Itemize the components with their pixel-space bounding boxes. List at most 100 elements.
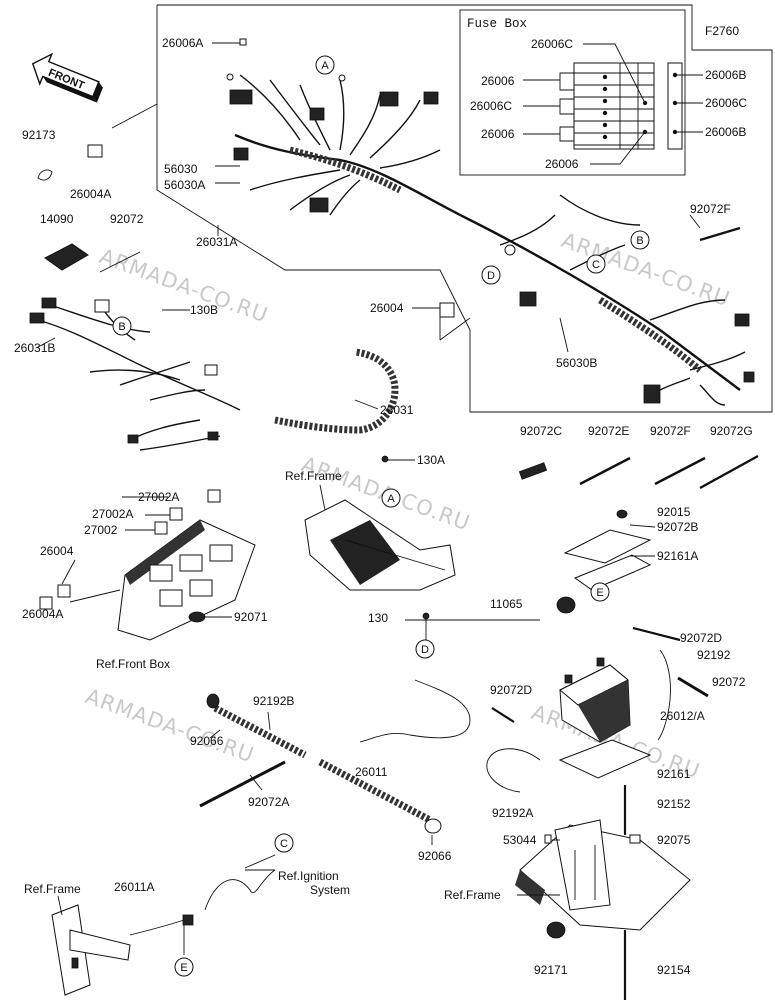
callout-a-icon: A xyxy=(381,488,401,508)
part-number: 26012/A xyxy=(660,709,705,723)
part-number: 26004 xyxy=(40,544,74,558)
part-number: 26004A xyxy=(22,607,63,621)
ref-frame-bottom-left xyxy=(51,895,131,996)
main-harness xyxy=(226,73,755,406)
part-number: 26006C xyxy=(531,37,573,51)
ref-label: Ref.Front Box xyxy=(96,657,170,671)
part-number: 27002A xyxy=(138,490,179,504)
part-number: 26006C xyxy=(705,96,747,110)
part-number: 92072D xyxy=(680,631,722,645)
svg-text:D: D xyxy=(421,644,429,656)
callout-b-icon: B xyxy=(112,316,132,336)
part-number: 92072B xyxy=(657,520,698,534)
svg-text:C: C xyxy=(592,259,600,271)
callout-e-icon: E xyxy=(590,582,610,602)
svg-text:A: A xyxy=(387,493,395,505)
part-number: 92192A xyxy=(492,806,533,820)
tube-92192b xyxy=(206,693,442,845)
part-number: 26006C xyxy=(470,99,512,113)
part-number: 92072A xyxy=(248,795,289,809)
part-number: 92066 xyxy=(418,849,452,863)
diagram-code: F2760 xyxy=(705,24,739,38)
battery-tray xyxy=(515,819,691,1000)
part-number: 92075 xyxy=(657,833,691,847)
fuse-box-drawing xyxy=(523,43,703,165)
ref-label: Ref.Frame xyxy=(444,888,501,902)
part-number: 130 xyxy=(368,611,388,625)
part-number: 26006A xyxy=(162,36,203,50)
part-number: 92072F xyxy=(690,202,731,216)
part-number: 92171 xyxy=(534,963,568,977)
ref-label: System xyxy=(310,883,350,897)
part-number: 130B xyxy=(190,303,218,317)
ref-label: Ref.Frame xyxy=(24,882,81,896)
part-number: 92173 xyxy=(22,128,56,142)
part-number: 53044 xyxy=(503,833,537,847)
leader-line xyxy=(111,103,158,129)
watermark: ARMADA-CO.RU xyxy=(96,244,271,327)
part-number: 92072F xyxy=(650,424,691,438)
front-box xyxy=(39,489,256,641)
part-number: 27002 xyxy=(84,523,118,537)
part-number: 26006 xyxy=(481,127,515,141)
part-number: 26004 xyxy=(370,301,404,315)
part-number: 92072E xyxy=(588,424,629,438)
part-number: 26006B xyxy=(705,125,746,139)
part-number: 92161A xyxy=(657,549,698,563)
sub-harness-26031b xyxy=(29,297,241,451)
leader-lines xyxy=(35,38,701,410)
part-number: 26006B xyxy=(705,68,746,82)
watermarks: ARMADA-CO.RU ARMADA-CO.RU ARMADA-CO.RU A… xyxy=(82,228,733,783)
callout-d-icon: D xyxy=(415,639,435,659)
ref-label: Ref.Frame xyxy=(285,469,342,483)
part-number: 92192B xyxy=(253,694,294,708)
callout-c-icon: C xyxy=(274,833,294,853)
harness-outline xyxy=(156,4,773,413)
part-number: 92192 xyxy=(697,648,731,662)
part-number: 92154 xyxy=(657,963,691,977)
fuse-box-title: Fuse Box xyxy=(467,17,527,31)
part-number: 27002A xyxy=(92,507,133,521)
part-number: 92072 xyxy=(712,675,746,689)
part-number: 130A xyxy=(417,453,445,467)
part-number: 92072 xyxy=(110,212,144,226)
part-number: 26011A xyxy=(114,880,154,894)
harness-26031 xyxy=(274,348,399,434)
ignition-wire xyxy=(129,854,276,955)
watermark: ARMADA-CO.RU xyxy=(82,684,257,767)
part-number: 11065 xyxy=(490,597,523,611)
small-parts xyxy=(37,144,455,463)
part-number: 56030A xyxy=(164,178,205,192)
part-number: 26031 xyxy=(380,403,414,417)
part-number: 92072D xyxy=(490,683,532,697)
callout-e-icon: E xyxy=(174,957,194,977)
cable-26011 xyxy=(359,679,471,743)
part-number: 26011 xyxy=(355,765,388,779)
part-number: 92066 xyxy=(190,734,224,748)
svg-text:E: E xyxy=(180,962,187,974)
svg-text:B: B xyxy=(636,235,643,247)
part-number: 56030 xyxy=(164,162,198,176)
callout-d-icon: D xyxy=(481,265,501,285)
part-number: 92072G xyxy=(710,424,753,438)
callout-b-icon: B xyxy=(630,230,650,250)
part-number: 14090 xyxy=(40,212,74,226)
part-number: 56030B xyxy=(556,356,597,370)
tie-straps xyxy=(199,226,759,808)
part-number: 92072C xyxy=(520,424,562,438)
part-number: 92152 xyxy=(657,797,691,811)
ref-label: Ref.Ignition xyxy=(278,869,339,883)
svg-text:D: D xyxy=(487,270,495,282)
svg-text:E: E xyxy=(596,587,603,599)
part-number: 26004A xyxy=(70,187,111,201)
callout-c-icon: C xyxy=(586,254,606,274)
part-number: 92071 xyxy=(234,610,268,624)
svg-text:A: A xyxy=(321,60,329,72)
part-number: 26031A xyxy=(196,235,237,249)
part-number: 26031B xyxy=(14,341,55,355)
battery-assembly xyxy=(486,509,709,835)
part-number: 26006 xyxy=(545,157,579,171)
frame-assembly xyxy=(304,484,456,591)
